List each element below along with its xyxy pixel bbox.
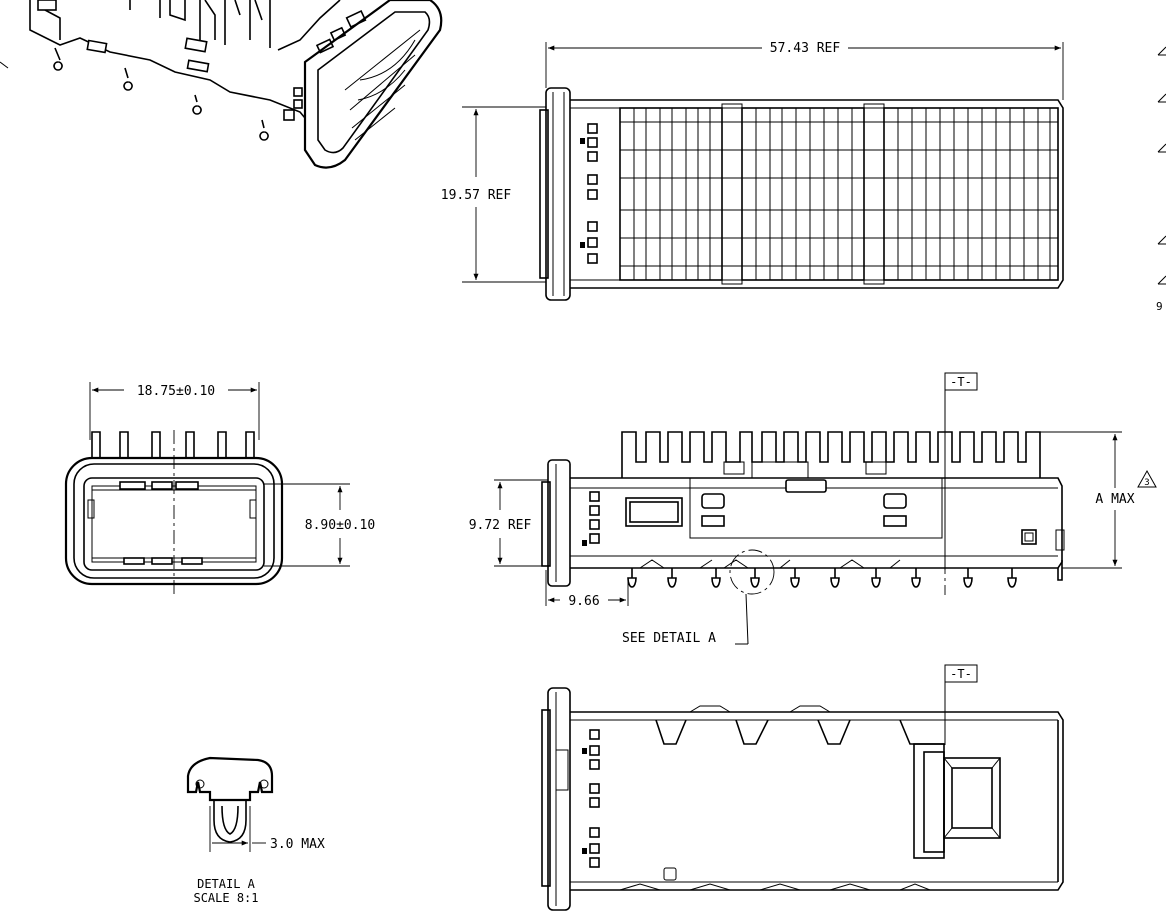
- note-flags: 9: [1156, 46, 1166, 313]
- detail-scale: SCALE 8:1: [193, 891, 258, 905]
- side-view-pins: [627, 559, 1063, 588]
- bottom-view: -T-: [541, 664, 1064, 911]
- dim-top-height: 19.57 REF: [441, 188, 512, 203]
- dim-a-max: A MAX: [1095, 492, 1134, 507]
- detail-a: 3.0 MAX DETAIL A SCALE 8:1: [186, 756, 325, 905]
- front-view: 18.75±0.10 8.90±0.10: [64, 382, 375, 595]
- datum-box-bottom: [944, 664, 978, 683]
- dim-front-width: 18.75±0.10: [137, 384, 215, 399]
- note-flag-triangle: [1137, 469, 1157, 488]
- edge-fragment-text: 9: [1156, 300, 1163, 313]
- dim-side-height: 9.72 REF: [469, 518, 532, 533]
- top-view-clips: [580, 123, 598, 264]
- isometric-view: [0, 0, 443, 169]
- note-flag-number: 3: [1144, 478, 1149, 488]
- dim-detail-tail: 3.0 MAX: [270, 837, 325, 852]
- dim-flange-offset: 9.66: [568, 594, 599, 609]
- side-view-fins: [621, 431, 1041, 479]
- datum-box-top: [944, 372, 978, 391]
- top-view-fins: [619, 103, 1059, 285]
- side-view: -T- 9.72 REF: [469, 372, 1157, 646]
- see-detail-label: SEE DETAIL A: [622, 631, 716, 646]
- top-view: 57.43 REF 19.57 REF: [441, 41, 1064, 301]
- datum-label-bottom: -T-: [950, 667, 972, 681]
- datum-label-top: -T-: [950, 375, 972, 389]
- dim-front-height: 8.90±0.10: [305, 518, 375, 533]
- dim-overall-length: 57.43 REF: [770, 41, 841, 56]
- detail-title: DETAIL A: [197, 877, 256, 891]
